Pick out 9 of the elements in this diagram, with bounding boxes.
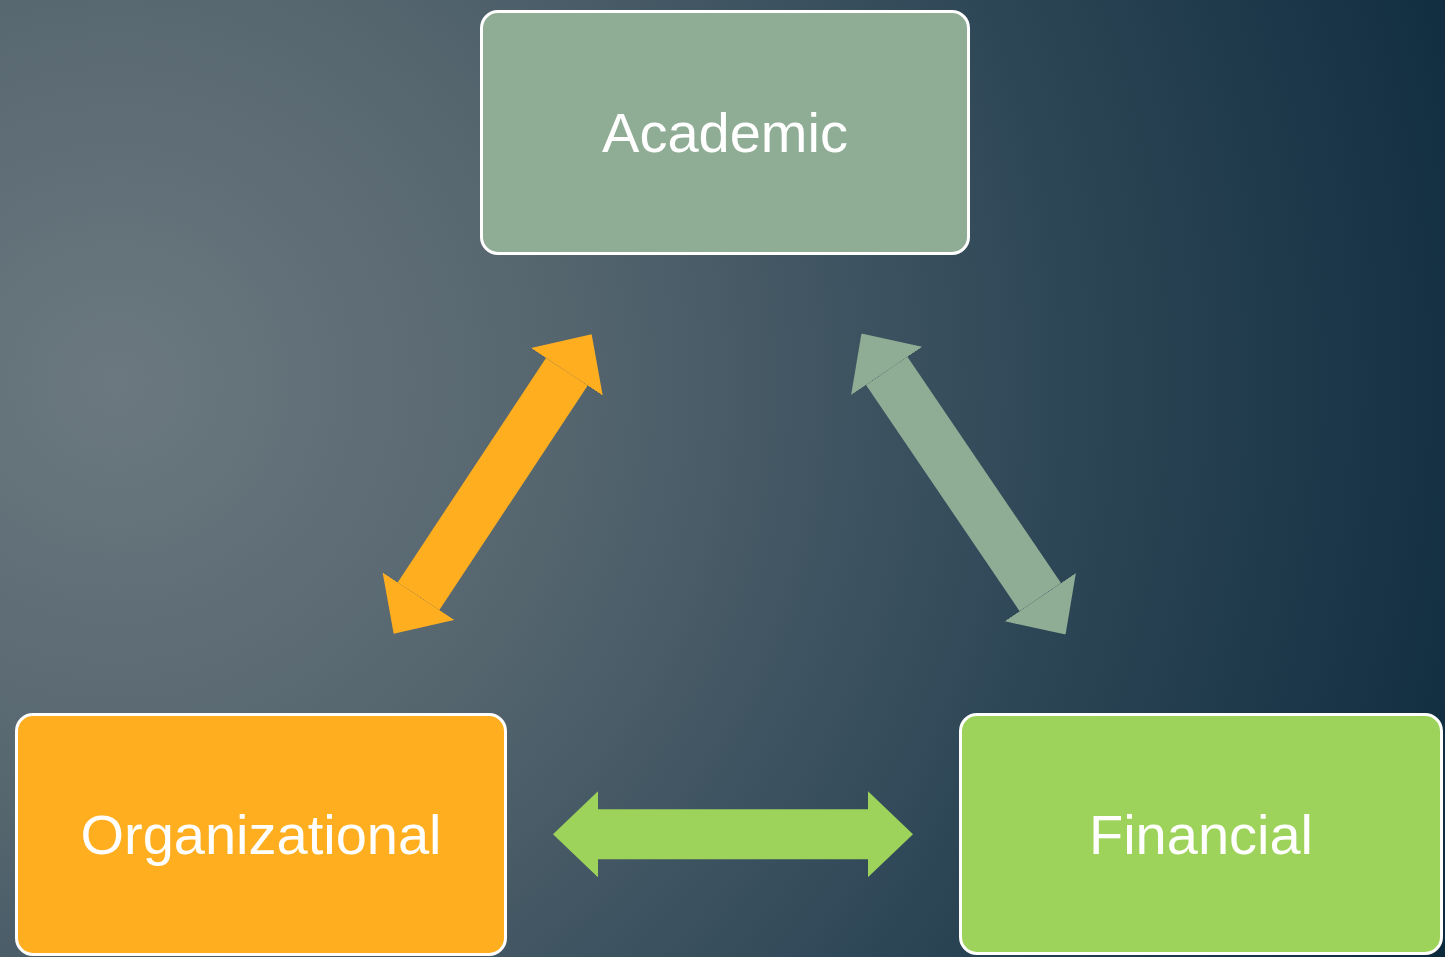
box-label: Academic bbox=[602, 100, 848, 165]
box-label: Financial bbox=[1088, 801, 1314, 867]
rounded-box bbox=[959, 713, 1443, 955]
rounded-box bbox=[15, 713, 507, 956]
double-arrow bbox=[553, 791, 913, 878]
double-arrow bbox=[851, 333, 1076, 635]
double-arrow bbox=[382, 334, 603, 634]
rounded-box bbox=[480, 10, 970, 255]
box-label: Organizational bbox=[80, 802, 442, 867]
